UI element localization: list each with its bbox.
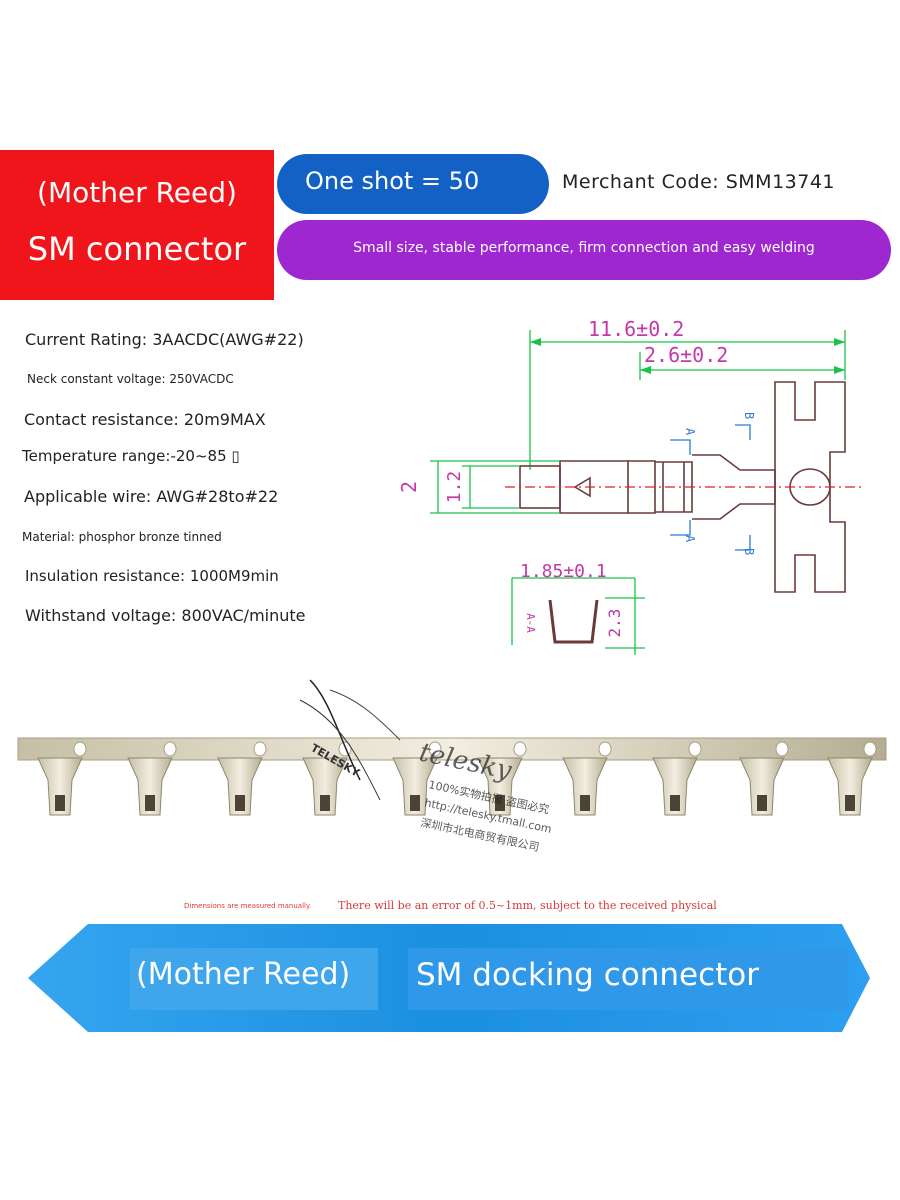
section-b-bottom: B bbox=[742, 548, 756, 555]
spec-temperature-range: Temperature range:-20~85 ▯ bbox=[22, 447, 240, 465]
terminal bbox=[392, 741, 442, 816]
carrier-strip bbox=[17, 737, 887, 761]
terminal bbox=[652, 741, 702, 816]
overall-length-label: 11.6±0.2 bbox=[588, 317, 684, 341]
title-box: (Mother Reed) SM connector bbox=[0, 150, 274, 300]
terminal-strip-photo: TELESKY telesky 100%实物拍摄 盗图必究 http://tel… bbox=[17, 679, 887, 854]
tail-length-dimension bbox=[639, 352, 845, 380]
feature-banner: Small size, stable performance, firm con… bbox=[277, 220, 891, 280]
section-a-bottom: A bbox=[683, 535, 697, 543]
terminal-row bbox=[37, 741, 877, 816]
section-height-label: 2.3 bbox=[605, 609, 624, 638]
section-label: A-A bbox=[524, 613, 537, 633]
dimension-drawing: 11.6±0.2 2.6±0.2 A A B B 2 1.2 bbox=[400, 317, 865, 655]
terminal bbox=[37, 741, 87, 816]
banner-title: SM docking connector bbox=[416, 957, 759, 993]
terminal bbox=[562, 741, 612, 816]
outer-height-label: 2 bbox=[400, 481, 421, 493]
tail-length-label: 2.6±0.2 bbox=[644, 343, 728, 367]
section-a-top: A bbox=[683, 428, 697, 436]
spec-current-rating: Current Rating: 3AACDC(AWG#22) bbox=[25, 330, 304, 349]
terminal bbox=[127, 741, 177, 816]
spec-applicable-wire: Applicable wire: AWG#28to#22 bbox=[24, 487, 279, 506]
measurement-note: Dimensions are measured manually. bbox=[184, 902, 312, 910]
terminal bbox=[217, 741, 267, 816]
spec-insulation-resistance: Insulation resistance: 1000M9min bbox=[25, 567, 279, 585]
terminal bbox=[302, 741, 352, 816]
overall-length-dimension bbox=[529, 330, 846, 470]
section-markers bbox=[670, 424, 751, 551]
spec-withstand-voltage: Withstand voltage: 800VAC/minute bbox=[25, 606, 306, 625]
height-dimensions bbox=[430, 460, 560, 514]
title-main: SM connector bbox=[27, 230, 247, 268]
bottom-banner bbox=[28, 924, 870, 1032]
pack-quantity-badge: One shot = 50 bbox=[277, 154, 549, 214]
pin-height-label: 1.2 bbox=[444, 471, 465, 504]
terminal bbox=[827, 741, 877, 816]
feature-text: Small size, stable performance, firm con… bbox=[353, 240, 815, 256]
cross-section bbox=[511, 577, 645, 655]
terminal bbox=[739, 741, 789, 816]
spec-material: Material: phosphor bronze tinned bbox=[22, 530, 222, 544]
spec-neck-voltage: Neck constant voltage: 250VACDC bbox=[27, 372, 234, 386]
terminal bbox=[477, 741, 527, 816]
section-b-top: B bbox=[742, 412, 756, 419]
banner-subtitle: (Mother Reed) bbox=[136, 957, 351, 992]
spec-contact-resistance: Contact resistance: 20m9MAX bbox=[24, 410, 266, 429]
tolerance-note: There will be an error of 0.5~1mm, subje… bbox=[338, 899, 717, 912]
pack-quantity-label: One shot = 50 bbox=[305, 167, 480, 195]
title-subtitle: (Mother Reed) bbox=[37, 176, 237, 209]
merchant-code: Merchant Code: SMM13741 bbox=[562, 171, 836, 193]
section-width-label: 1.85±0.1 bbox=[520, 561, 607, 582]
